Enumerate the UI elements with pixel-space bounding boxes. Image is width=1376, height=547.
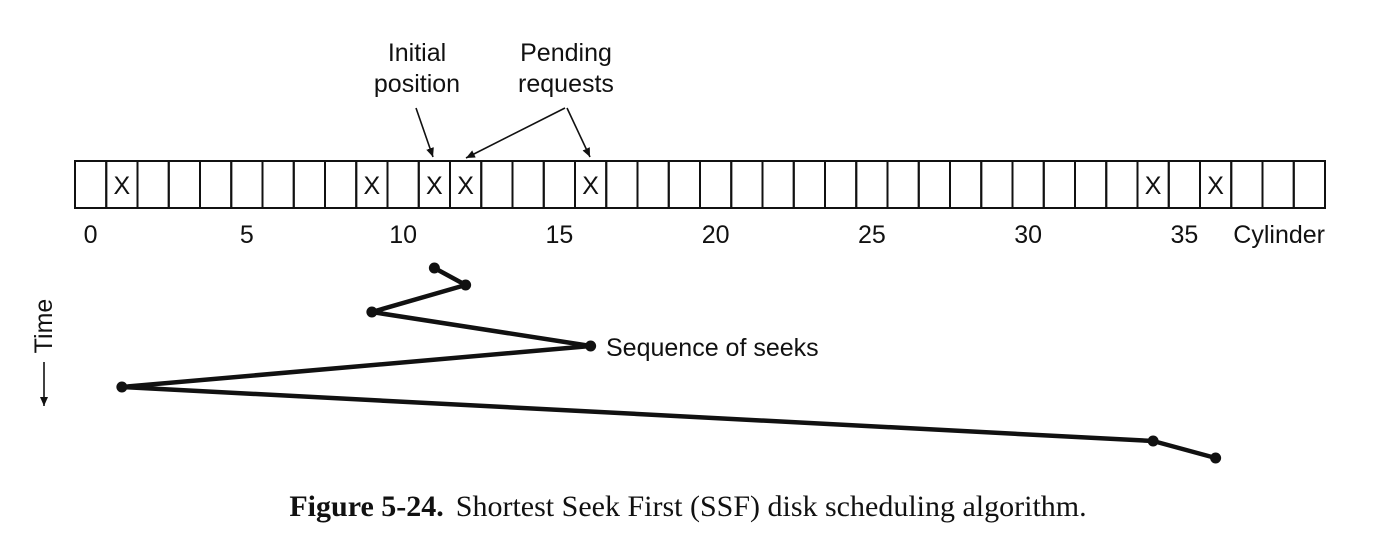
cylinder-cell (792, 160, 826, 209)
cylinder-track (74, 160, 1326, 209)
request-marker: X (114, 172, 131, 200)
request-marker: X (457, 172, 474, 200)
sequence-of-seeks-label: Sequence of seeks (606, 334, 819, 362)
seek-point (460, 279, 472, 291)
seek-point (366, 306, 378, 318)
cylinder-cell (824, 160, 858, 209)
pending-requests-arrow-left (465, 107, 566, 159)
cylinder-cell (605, 160, 639, 209)
axis-tick-label: 15 (545, 221, 573, 249)
seek-path (119, 266, 1217, 461)
cylinder-cell (1042, 160, 1076, 209)
cylinder-cell (1011, 160, 1045, 209)
cylinder-cell (1292, 160, 1326, 209)
axis-tick-label: 0 (84, 221, 98, 249)
cylinder-cell (1261, 160, 1295, 209)
cylinder-cell (324, 160, 358, 209)
cylinder-cell (511, 160, 545, 209)
cylinder-cell (699, 160, 733, 209)
request-marker: X (426, 172, 443, 200)
cylinder-cell (136, 160, 170, 209)
request-marker: X (1207, 172, 1224, 200)
cylinder-cell (886, 160, 920, 209)
axis-tick-label: 5 (240, 221, 254, 249)
cylinder-cell (74, 160, 108, 209)
cylinder-cell (167, 160, 201, 209)
seek-point (1147, 435, 1159, 447)
cylinder-cell (1105, 160, 1139, 209)
cylinder-cell (230, 160, 264, 209)
cylinder-cell (261, 160, 295, 209)
cylinder-cell (636, 160, 670, 209)
axis-tick-label: 20 (702, 221, 730, 249)
cylinder-cell (386, 160, 420, 209)
pending-requests-label-line1: Pending (520, 39, 612, 67)
seek-point (1210, 452, 1222, 464)
caption-text: Shortest Seek First (SSF) disk schedulin… (455, 490, 1087, 523)
axis-tick-label: 25 (858, 221, 886, 249)
initial-position-label-line2: position (374, 70, 460, 98)
caption-number: Figure 5-24. (289, 490, 444, 523)
pending-requests-arrow-right (566, 107, 591, 158)
seek-point (585, 340, 597, 352)
seek-point (428, 262, 440, 274)
cylinder-cell (980, 160, 1014, 209)
initial-position-label-line1: Initial (388, 39, 446, 67)
cylinder-cell (542, 160, 576, 209)
request-marker: X (582, 172, 599, 200)
cylinder-cell (667, 160, 701, 209)
axis-tick-label: 35 (1170, 221, 1198, 249)
cylinder-cell (855, 160, 889, 209)
cylinder-cell (1167, 160, 1201, 209)
cylinder-cell (730, 160, 764, 209)
cylinder-cell (761, 160, 795, 209)
cylinder-cell (917, 160, 951, 209)
figure-caption: Figure 5-24. Shortest Seek First (SSF) di… (0, 490, 1376, 524)
cylinder-cell (949, 160, 983, 209)
seek-sequence (116, 262, 1222, 464)
cylinder-cell (1230, 160, 1264, 209)
cylinder-cell (292, 160, 326, 209)
pending-requests-label-line2: requests (518, 70, 614, 98)
cylinder-cell (1074, 160, 1108, 209)
time-label: Time (30, 299, 58, 354)
axis-tick-label: 10 (389, 221, 417, 249)
cylinder-cell (199, 160, 233, 209)
request-marker: X (1145, 172, 1162, 200)
seek-point (116, 381, 128, 393)
cylinder-cell (480, 160, 514, 209)
request-marker: X (364, 172, 381, 200)
axis-tick-label: 30 (1014, 221, 1042, 249)
cylinder-axis: 0 5 10 15 20 25 30 35 (84, 221, 1199, 249)
initial-position-arrow (415, 107, 434, 158)
cylinder-axis-label: Cylinder (1233, 221, 1325, 249)
